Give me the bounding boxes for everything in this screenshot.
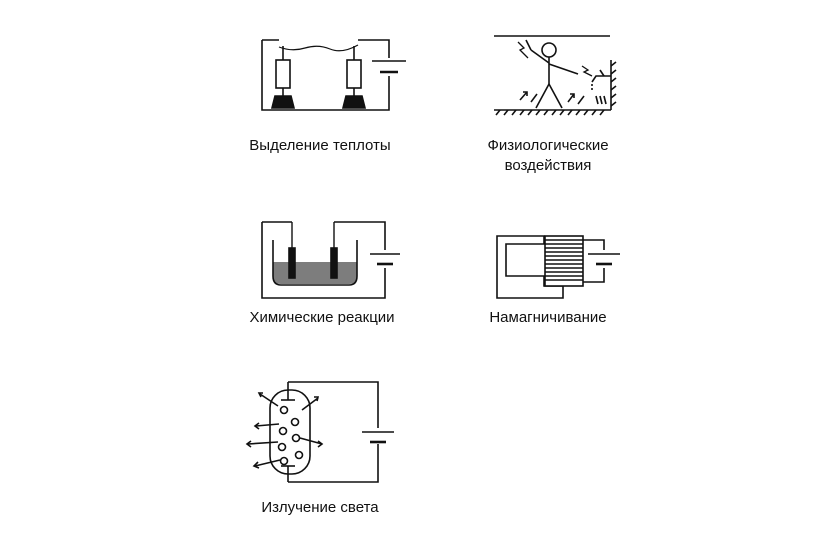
caption-magnet: Намагничивание bbox=[489, 309, 607, 326]
caption-physio-line1: Физиологические bbox=[487, 137, 609, 154]
caption-physio-line2: воздействия bbox=[504, 157, 592, 174]
caption-light: Излучение света bbox=[261, 499, 379, 516]
caption-chem: Химические реакции bbox=[249, 309, 395, 326]
caption-heat: Выделение теплоты bbox=[249, 137, 391, 154]
